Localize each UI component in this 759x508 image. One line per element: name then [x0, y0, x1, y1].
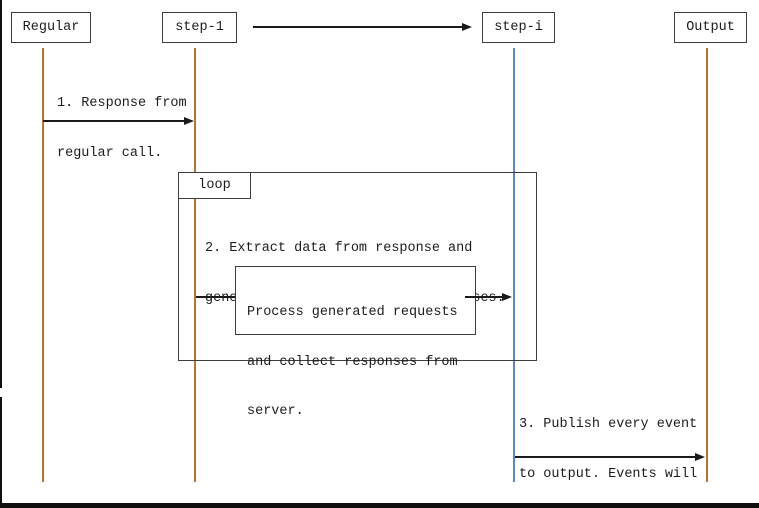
participant-regular: Regular [11, 12, 91, 43]
page-left-border [0, 0, 2, 508]
process-arrow-line [465, 296, 503, 298]
message-2-line-1: 2. Extract data from response and [205, 241, 473, 256]
process-connector-line [196, 296, 235, 298]
message-3-line-2: to output. Events will [519, 466, 698, 482]
message-1-arrow-head [184, 117, 194, 125]
lifeline-step-i [513, 48, 515, 482]
message-3-text: 3. Publish every event to output. Events… [519, 384, 705, 508]
participant-step-i: step-i [482, 12, 555, 43]
process-box: Process generated requests and collect r… [235, 266, 476, 419]
process-line-1: Process generated requests [247, 305, 458, 320]
lifeline-regular [42, 48, 44, 482]
process-line-2: and collect responses from [247, 354, 458, 370]
message-1-arrow-line [43, 120, 185, 122]
left-border-notch [0, 388, 3, 397]
participant-output: Output [674, 12, 747, 43]
loop-fragment-label: loop [178, 172, 251, 199]
message-1-line-1: 1. Response from [57, 96, 187, 111]
chain-arrow-head [462, 23, 472, 31]
loop-fragment-box [178, 172, 537, 361]
message-3-arrow-line [515, 456, 696, 458]
message-3-line-1: 3. Publish every event [519, 417, 698, 432]
message-1-line-2: regular call. [57, 145, 163, 161]
page-bottom-border [0, 503, 759, 508]
participant-step-1: step-1 [162, 12, 237, 43]
message-3-arrow-head [695, 453, 705, 461]
process-arrow-head [502, 293, 512, 301]
chain-arrow-line [253, 26, 463, 28]
lifeline-step-1 [194, 48, 196, 482]
process-line-3: server. [247, 404, 304, 419]
lifeline-output [706, 48, 708, 482]
message-1-text: 1. Response from regular call. [57, 63, 187, 195]
